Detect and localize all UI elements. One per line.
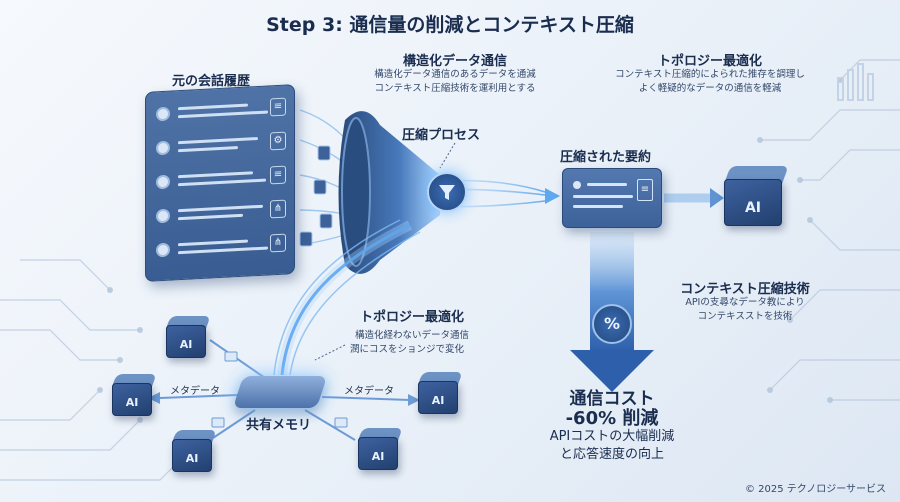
shared-memory-label: 共有メモリ — [246, 418, 312, 433]
structured-desc-2: コンテキスト圧縮技術を運利用とする — [374, 83, 536, 94]
circuit-right — [760, 59, 900, 401]
history-label: 元の会話履歴 — [172, 74, 251, 89]
ai-main-label: AI — [744, 200, 762, 216]
percent-icon: % — [592, 304, 632, 344]
ai-node: AI — [166, 316, 211, 358]
filter-icon — [427, 172, 467, 212]
network-icon: ⋔ — [270, 199, 286, 219]
network-icon: ⋔ — [270, 233, 286, 253]
context-tech-desc-2: コンテキスストを技術 — [697, 311, 793, 322]
history-row: ⋔ — [156, 199, 286, 231]
document-icon: ≡ — [270, 97, 286, 117]
history-row: ≡ — [156, 97, 286, 129]
memory-stream — [273, 219, 421, 376]
context-tech-desc-1: APIの支尋なデータ教により — [685, 297, 805, 308]
bar-chart-decoration — [837, 63, 874, 101]
ai-main-cube: AI — [724, 166, 789, 226]
history-panel: ≡ ⚙ ≡ ⋔ ⋔ — [145, 84, 295, 282]
topology-top-title: トポロジー最適化 — [657, 54, 762, 69]
cost-title: 通信コスト — [569, 389, 655, 409]
ai-node: AI — [358, 428, 403, 470]
compress-process-label: 圧縮プロセス — [402, 128, 481, 143]
page-title: Step 3: 通信量の削減とコンテキスト圧縮 — [266, 14, 634, 36]
topology-top-desc-1: コンテキスト圧縮的によられた推存を調理し — [615, 69, 805, 80]
cost-desc-1: APIコストの大幅削減 — [549, 429, 675, 444]
topology-bottom-desc-1: 構造化経わないデータ通信 — [355, 330, 470, 341]
structured-desc-1: 構造化データ通信のあるデータを通減 — [374, 69, 536, 80]
cost-desc-2: と応答速度の向上 — [559, 447, 664, 462]
cost-reduction: -60% 削減 — [565, 408, 659, 429]
history-row: ≡ — [156, 165, 286, 197]
structured-title: 構造化データ通信 — [402, 54, 507, 69]
circuit-left — [0, 259, 191, 481]
context-tech-title: コンテキスト圧縮技術 — [680, 282, 810, 297]
summary-label: 圧縮された要約 — [560, 150, 652, 165]
gear-icon: ⚙ — [270, 131, 286, 151]
topology-bottom-desc-2: 潤にコスをションジで変化 — [350, 344, 465, 355]
history-row: ⋔ — [156, 233, 286, 265]
metadata-left-label: メタデータ — [170, 386, 220, 397]
topology-bottom-title: トポロジー最適化 — [360, 310, 465, 325]
ai-node: AI — [418, 372, 463, 414]
metadata-right-label: メタデータ — [344, 386, 394, 397]
topology-top-desc-2: よく軽疑的なデータの通信を軽減 — [638, 83, 782, 94]
document-icon: ≡ — [270, 165, 286, 185]
shared-memory-hub — [232, 376, 328, 408]
summary-card: ≡ — [562, 168, 662, 228]
ai-node: AI — [172, 430, 217, 472]
document-icon: ≡ — [637, 179, 653, 201]
copyright: © 2025 テクノロジーサービス — [744, 484, 886, 495]
ai-node: AI — [112, 374, 157, 416]
history-row: ⚙ — [156, 131, 286, 163]
